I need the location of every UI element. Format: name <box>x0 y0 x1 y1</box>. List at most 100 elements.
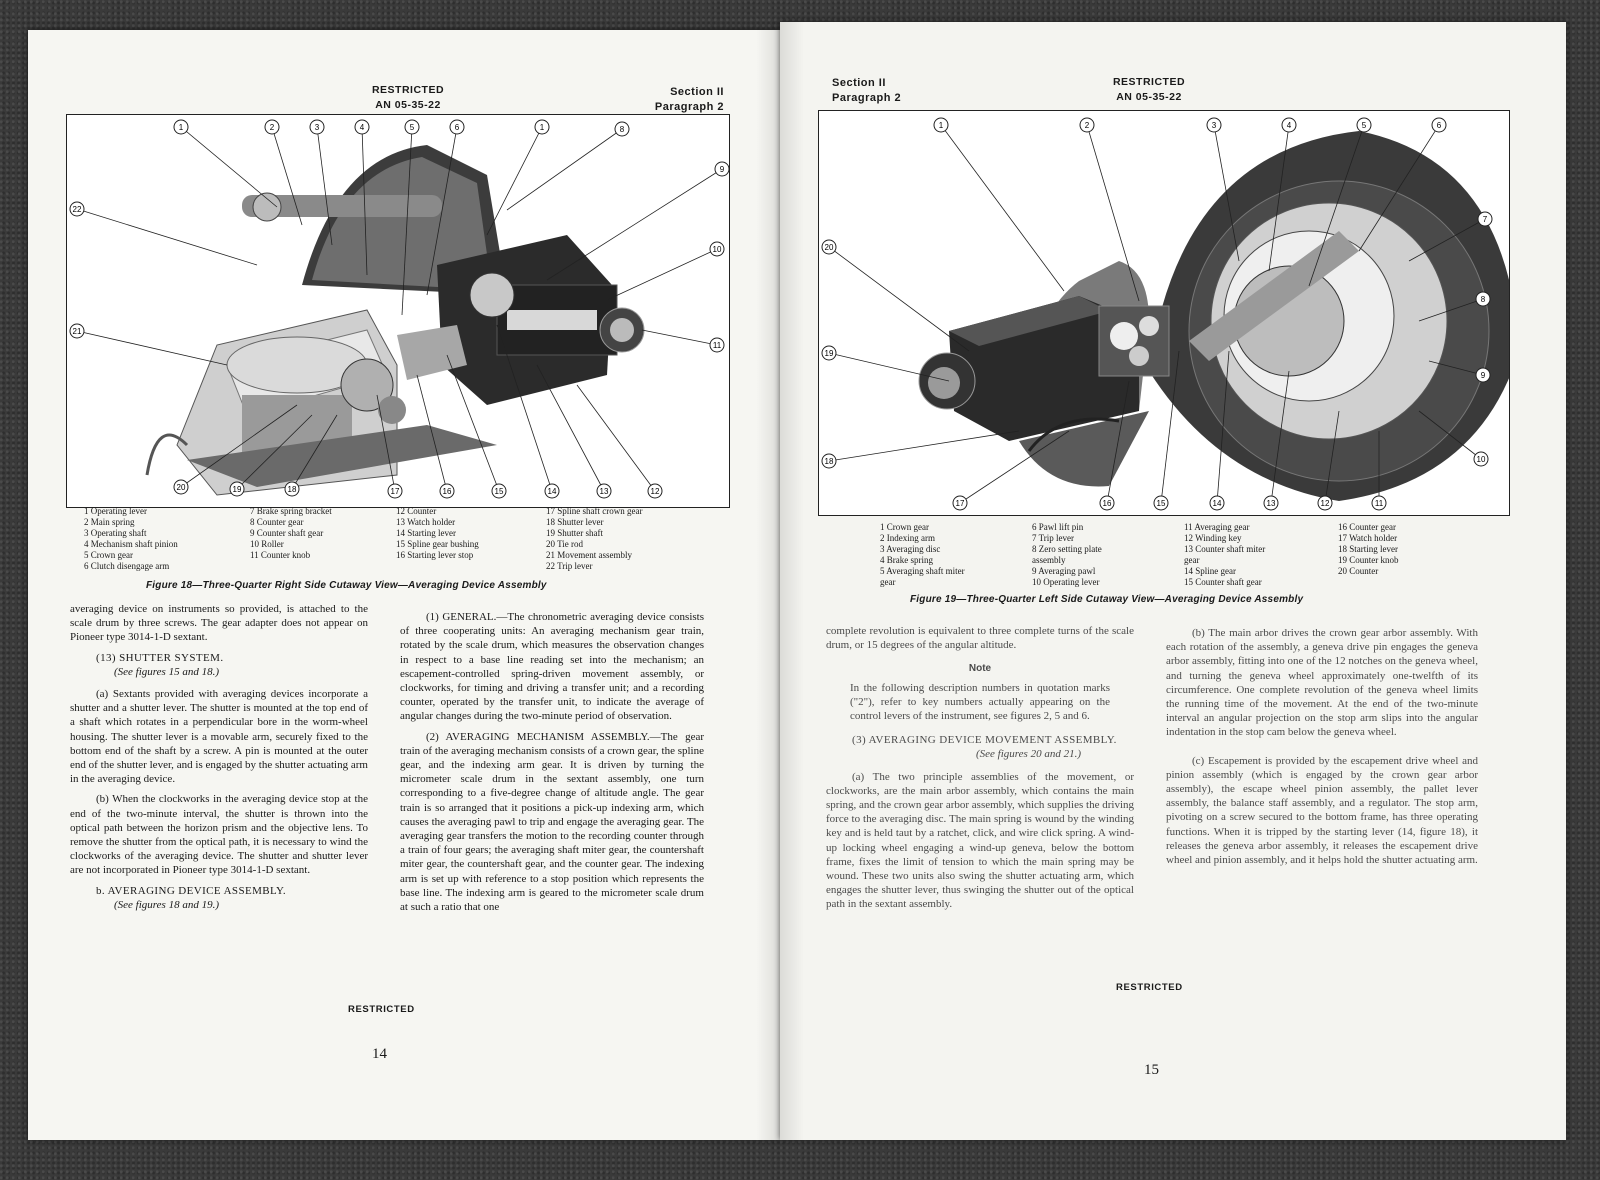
gutter-shadow <box>780 22 804 1140</box>
svg-text:3: 3 <box>315 123 320 132</box>
right-page-column-2: (b) The main arbor drives the crown gear… <box>1166 626 1478 873</box>
legend-item: 17 Watch holder <box>1338 533 1398 543</box>
left-page-column-1: averaging device on instruments so provi… <box>70 602 368 920</box>
svg-text:17: 17 <box>391 487 400 496</box>
callout-bottom-20: 20 <box>173 479 189 495</box>
svg-text:14: 14 <box>1213 499 1222 508</box>
legend-item: 11 Counter knob <box>250 550 311 560</box>
legend-item: 14 Starting lever <box>396 528 456 538</box>
figure-18-photo: 1 2 3 4 5 6 1 8 9 10 11 22 21 20 19 18 1… <box>66 114 730 508</box>
figure-19-callouts: 1 2 3 4 5 6 7 8 9 10 20 19 18 17 16 15 1… <box>821 117 1493 511</box>
legend-item: 1 Operating lever <box>84 506 147 516</box>
svg-text:9: 9 <box>720 165 725 174</box>
callout-left-21: 21 <box>69 323 85 339</box>
callout-bottom-17: 17 <box>387 483 403 499</box>
figure-19-caption: Figure 19—Three-Quarter Left Side Cutawa… <box>910 594 1304 605</box>
callout-bottom-14: 14 <box>1209 495 1225 511</box>
header-restricted: RESTRICTED <box>1112 76 1186 88</box>
header-section: Section II Paragraph 2 <box>588 85 724 115</box>
callout-top-6: 6 <box>1431 117 1447 133</box>
legend-item: 3 Operating shaft <box>84 528 147 538</box>
svg-text:16: 16 <box>1103 499 1112 508</box>
figure-reference: (See figures 20 and 21.) <box>976 748 1081 761</box>
footer-restricted: RESTRICTED <box>1116 982 1183 993</box>
svg-text:5: 5 <box>1362 121 1367 130</box>
svg-text:9: 9 <box>1481 371 1486 380</box>
body-paragraph: (b) The main arbor drives the crown gear… <box>1166 627 1478 739</box>
callout-top-4: 4 <box>354 119 370 135</box>
legend-item: 20 Tie rod <box>546 539 584 549</box>
left-page: RESTRICTED AN 05-35-22 Section II Paragr… <box>28 30 780 1140</box>
legend-item: 16 Counter gear <box>1338 522 1396 532</box>
legend-item: 4 Brake spring <box>880 555 933 565</box>
figure-19-illustration: 1 2 3 4 5 6 7 8 9 10 20 19 18 17 16 15 1… <box>821 117 1509 511</box>
svg-text:22: 22 <box>73 205 82 214</box>
callout-right-10: 10 <box>709 241 725 257</box>
callout-bottom-18: 18 <box>284 481 300 497</box>
legend-item: 6 Clutch disengage arm <box>84 561 170 571</box>
legend-item: 13 Watch holder <box>396 517 456 527</box>
callout-top-7: 1 <box>534 119 550 135</box>
figure-18-caption: Figure 18—Three-Quarter Right Side Cutaw… <box>146 580 547 591</box>
right-page-column-1: complete revolution is equivalent to thr… <box>826 624 1134 918</box>
svg-text:18: 18 <box>825 457 834 466</box>
svg-text:6: 6 <box>455 123 460 132</box>
svg-text:12: 12 <box>1321 499 1330 508</box>
legend-column-3: 11 Averaging gear 12 Winding key 13 Coun… <box>1184 522 1265 588</box>
legend-item: 17 Spline shaft crown gear <box>546 506 643 516</box>
legend-column-2: 7 Brake spring bracket 8 Counter gear 9 … <box>250 506 332 561</box>
svg-text:16: 16 <box>443 487 452 496</box>
header-classification: RESTRICTED AN 05-35-22 <box>333 83 483 113</box>
legend-item: 10 Operating lever <box>1032 577 1100 587</box>
legend-item: 6 Pawl lift pin <box>1032 522 1084 532</box>
body-paragraph: (2) AVERAGING MECHANISM ASSEMBLY.—The ge… <box>400 730 704 914</box>
right-page: Section II Paragraph 2 RESTRICTED AN 05-… <box>780 22 1566 1140</box>
svg-text:18: 18 <box>288 485 297 494</box>
callout-bottom-11: 11 <box>1371 495 1387 511</box>
svg-text:10: 10 <box>713 245 722 254</box>
header-section-label: Section II <box>670 86 724 98</box>
legend-item: 15 Spline gear bushing <box>396 539 479 549</box>
header-doc-number: AN 05-35-22 <box>1116 91 1182 103</box>
body-paragraph: (a) The two principle assemblies of the … <box>826 770 1134 911</box>
svg-text:13: 13 <box>1267 499 1276 508</box>
callout-top-5: 5 <box>1356 117 1372 133</box>
legend-item: 9 Counter shaft gear <box>250 528 324 538</box>
callout-bottom-16: 16 <box>1099 495 1115 511</box>
svg-text:10: 10 <box>1477 455 1486 464</box>
legend-item: 3 Averaging disc <box>880 544 941 554</box>
legend-item: 12 Winding key <box>1184 533 1242 543</box>
legend-item: gear <box>1184 555 1200 565</box>
callout-top-2: 2 <box>264 119 280 135</box>
legend-item: 14 Spline gear <box>1184 566 1236 576</box>
callout-bottom-15: 15 <box>491 483 507 499</box>
callout-bottom-13: 13 <box>1263 495 1279 511</box>
leader-lines <box>828 124 1486 504</box>
note-body: In the following description numbers in … <box>850 681 1110 723</box>
legend-item: 18 Starting lever <box>1338 544 1398 554</box>
legend-item: assembly <box>1032 555 1066 565</box>
callout-bottom-17: 17 <box>952 495 968 511</box>
callout-bottom-19: 19 <box>229 481 245 497</box>
legend-item: gear <box>880 577 896 587</box>
callout-right-10: 10 <box>1473 451 1489 467</box>
legend-item: 1 Crown gear <box>880 522 929 532</box>
svg-text:8: 8 <box>1481 295 1486 304</box>
figure-18-illustration: 1 2 3 4 5 6 1 8 9 10 11 22 21 20 19 18 1… <box>69 119 729 499</box>
callout-left-18: 18 <box>821 453 837 469</box>
svg-text:12: 12 <box>651 487 660 496</box>
body-paragraph: (c) Escapement is provided by the escape… <box>1166 754 1478 867</box>
svg-text:11: 11 <box>713 341 722 350</box>
callout-top-1: 1 <box>933 117 949 133</box>
svg-text:6: 6 <box>1437 121 1442 130</box>
callout-right-7: 7 <box>1477 211 1493 227</box>
callout-top-2: 2 <box>1079 117 1095 133</box>
legend-column-2: 6 Pawl lift pin 7 Trip lever 8 Zero sett… <box>1032 522 1102 588</box>
header-section: Section II Paragraph 2 <box>832 76 901 106</box>
svg-text:21: 21 <box>73 327 82 336</box>
section-heading: (3) AVERAGING DEVICE MOVEMENT ASSEMBLY. <box>852 734 1117 747</box>
svg-text:13: 13 <box>600 487 609 496</box>
svg-text:1: 1 <box>939 121 944 130</box>
callout-right-9: 9 <box>714 161 729 177</box>
svg-text:8: 8 <box>620 125 625 134</box>
